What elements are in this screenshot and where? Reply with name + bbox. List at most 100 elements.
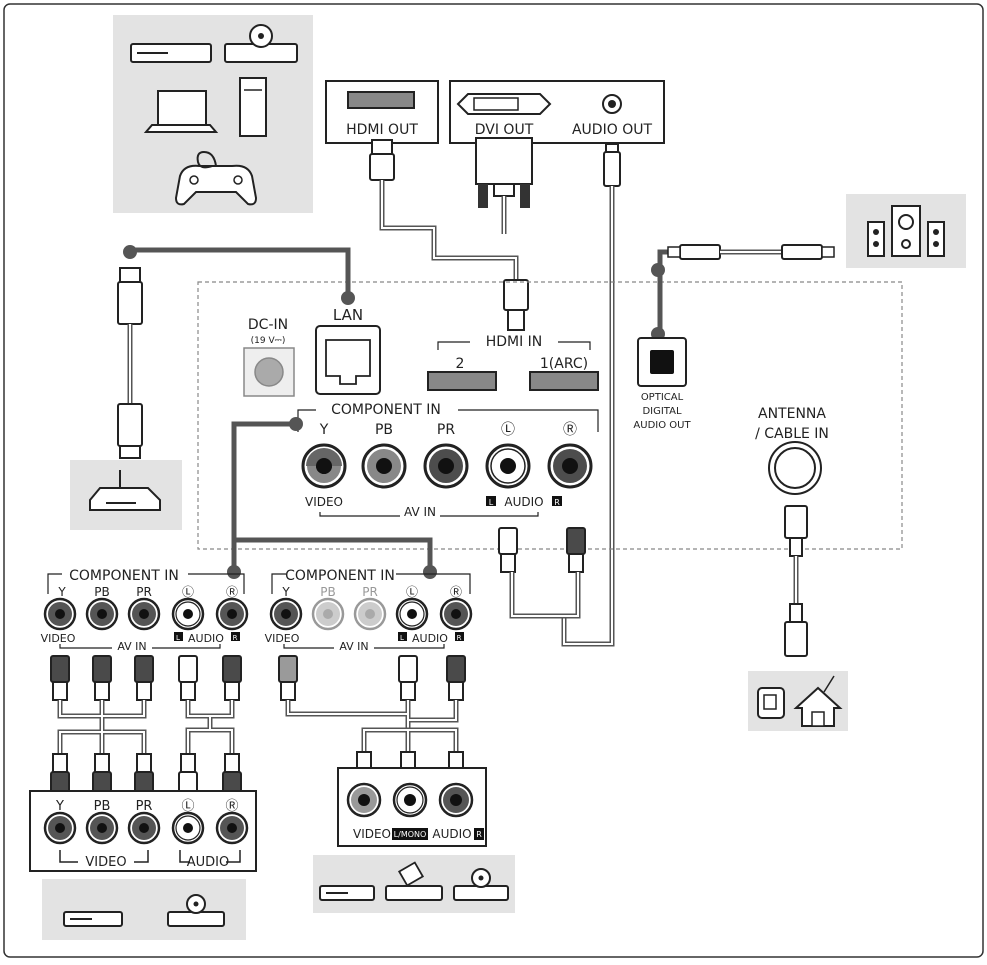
hdmi-in-2-label: 2: [456, 356, 465, 372]
tv-audio-plugs: [498, 527, 586, 619]
left-y-label: Y: [57, 585, 66, 599]
antenna-house-icon: [757, 675, 843, 727]
tv-av-in-label: AV IN: [404, 505, 436, 519]
dvi-out-label: DVI OUT: [475, 122, 534, 138]
left-video-label: VIDEO: [41, 632, 76, 645]
hdmi-in-label: HDMI IN: [486, 334, 543, 350]
optical-cable: [657, 244, 835, 270]
tv-video-label: VIDEO: [305, 495, 343, 509]
vcr-icon: [63, 911, 123, 927]
left-audio-label: AUDIO: [188, 632, 224, 645]
tv-y-label: Y: [319, 422, 329, 438]
right-mono-label: L: [400, 634, 404, 642]
composite-audio-r-jack[interactable]: [438, 782, 474, 818]
optical-label-3: AUDIO OUT: [633, 420, 691, 431]
right-l-label: Ⓛ: [406, 585, 418, 599]
tv-y-jack[interactable]: [301, 443, 347, 489]
device-r-jack[interactable]: [215, 811, 249, 845]
left-mono-label: L: [176, 634, 180, 642]
audio-out-cable: [561, 143, 621, 647]
right-av-in-label: AV IN: [339, 640, 368, 653]
left-pb-label: PB: [94, 585, 109, 599]
right-video-label: VIDEO: [265, 632, 300, 645]
right-l-jack: [395, 597, 429, 631]
device-audio-label: AUDIO: [187, 855, 230, 870]
device-pb-label: PB: [94, 799, 111, 814]
antenna-label-1: ANTENNA: [758, 406, 826, 422]
right-audio-label: AUDIO: [412, 632, 448, 645]
lan-cable: [117, 267, 143, 459]
left-pb-jack: [85, 597, 119, 631]
disc-player-icon: [224, 24, 298, 63]
hdmi-in-plug: [503, 279, 529, 331]
composite-video-label: VIDEO: [353, 827, 391, 841]
right-pb-jack: [311, 597, 345, 631]
left-l-label: Ⓛ: [182, 585, 194, 599]
audio-out-label: AUDIO OUT: [572, 122, 652, 138]
composite-audio-label: AUDIO: [432, 827, 471, 841]
hdmi-in-1-label: 1(ARC): [540, 356, 588, 372]
tv-pr-jack[interactable]: [423, 443, 469, 489]
hdmi-in-1-port[interactable]: [529, 371, 599, 391]
tv-r-label: Ⓡ: [563, 422, 577, 438]
left-component-adapter: COMPONENT IN Y PB PR Ⓛ Ⓡ VIDEO AV IN L A…: [41, 568, 249, 653]
tv-audio-l-jack[interactable]: [485, 443, 531, 489]
device-y-label: Y: [55, 799, 64, 814]
hdmi-out-port: [347, 91, 415, 109]
vcr-icon: [385, 861, 443, 901]
tv-audio-r-label: R: [554, 498, 560, 507]
tv-l-label: Ⓛ: [501, 422, 515, 438]
left-av-in-label: AV IN: [117, 640, 146, 653]
device-pr-jack[interactable]: [127, 811, 161, 845]
tv-back-panel: [197, 281, 903, 550]
device-pb-jack[interactable]: [85, 811, 119, 845]
hdmi-out-label: HDMI OUT: [346, 122, 418, 138]
tv-component-in-label: COMPONENT IN: [331, 402, 441, 418]
optical-label-2: DIGITAL: [642, 406, 682, 417]
tv-audio-r-jack[interactable]: [547, 443, 593, 489]
left-component-in-label: COMPONENT IN: [69, 568, 179, 584]
right-y-jack: [269, 597, 303, 631]
dvd-icon: [453, 868, 509, 901]
device-l-label: Ⓛ: [181, 799, 194, 814]
device-video-label: VIDEO: [85, 855, 126, 870]
left-component-cable: [50, 655, 242, 799]
tv-pb-jack[interactable]: [361, 443, 407, 489]
lan-label: LAN: [333, 306, 363, 324]
antenna-cable: [784, 505, 808, 657]
right-component-in-label: COMPONENT IN: [285, 568, 395, 584]
right-r-jack: [439, 597, 473, 631]
device-r-label: Ⓡ: [225, 799, 238, 814]
dc-in-rating: (19 V⎓): [251, 336, 286, 346]
composite-mono-label: L/MONO: [394, 830, 427, 839]
dvd-player-icon: [130, 43, 212, 63]
right-audio-r-label: R: [457, 634, 462, 642]
right-y-label: Y: [281, 585, 290, 599]
speaker-system-icon: [867, 205, 945, 257]
antenna-label-2: / CABLE IN: [755, 426, 829, 442]
dc-in-label: DC-IN: [248, 317, 288, 333]
left-pr-jack: [127, 597, 161, 631]
device-l-jack[interactable]: [171, 811, 205, 845]
hdmi-in-2-port[interactable]: [427, 371, 497, 391]
device-y-jack[interactable]: [43, 811, 77, 845]
composite-video-jack[interactable]: [346, 782, 382, 818]
left-l-jack: [171, 597, 205, 631]
left-audio-r-label: R: [233, 634, 238, 642]
left-r-label: Ⓡ: [226, 585, 238, 599]
vcr-icon: [319, 885, 375, 901]
right-component-adapter: COMPONENT IN Y PB PR Ⓛ Ⓡ VIDEO AV IN L A…: [265, 568, 473, 653]
right-pr-jack: [353, 597, 387, 631]
composite-audio-l-jack[interactable]: [392, 782, 428, 818]
right-r-label: Ⓡ: [450, 585, 462, 599]
tv-pb-label: PB: [375, 422, 393, 438]
left-pr-label: PR: [136, 585, 152, 599]
right-pb-label: PB: [320, 585, 335, 599]
router-icon: [89, 470, 161, 511]
tv-pr-label: PR: [437, 422, 455, 438]
composite-r-label: R: [476, 830, 482, 839]
device-pr-label: PR: [136, 799, 153, 814]
dvi-cable: [475, 137, 533, 234]
